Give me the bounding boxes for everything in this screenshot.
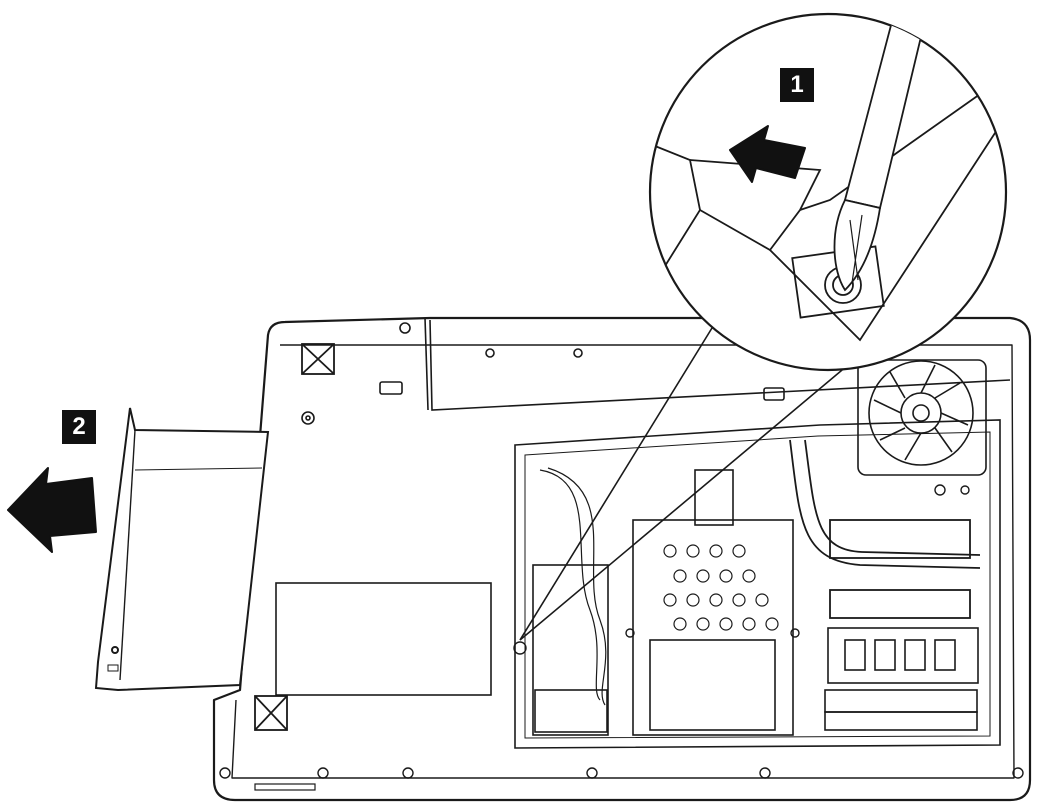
latch-left: [379, 381, 403, 395]
memory-modules: [824, 627, 979, 731]
wireless-card: [534, 689, 608, 733]
arrow-left-icon: [729, 125, 806, 183]
step-badge-2: 2: [62, 410, 96, 444]
step-badge-1: 1: [780, 68, 814, 102]
base-screws: [219, 484, 1024, 779]
hard-drive-bay: [632, 519, 794, 736]
optical-drive: [94, 407, 270, 692]
screwdriver-icon: [833, 14, 927, 292]
hdd-vent-holes: [663, 544, 779, 631]
component-compartment: [514, 419, 1001, 749]
callout-lines: [519, 314, 861, 641]
screw-icon: [513, 641, 527, 655]
heat-pipe: [789, 439, 981, 619]
arrow-left-icon: [7, 467, 97, 553]
latch-right: [763, 387, 785, 401]
rubber-feet: [254, 343, 335, 731]
laptop-base: [212, 316, 1032, 802]
label-sticker: [275, 582, 492, 696]
magnified-view: [648, 12, 1008, 372]
wireless-card-slot: [532, 564, 609, 736]
fan-icon: [857, 359, 987, 476]
